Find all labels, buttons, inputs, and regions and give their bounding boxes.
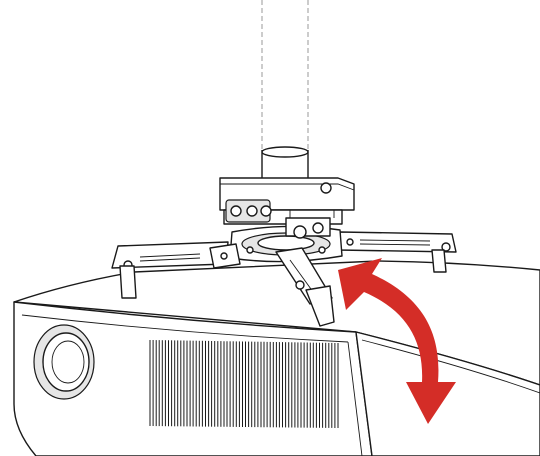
- bracket-adapter-head: [219, 177, 355, 239]
- double-headed-curved-arrow-icon: [338, 258, 456, 424]
- projector-body: [13, 260, 540, 456]
- bracket-arm-front: [275, 247, 335, 327]
- projector-vent-grille: [149, 340, 339, 428]
- bracket-arm-left: [111, 241, 229, 299]
- dashed-extension-pole-icon: [261, 0, 309, 150]
- bracket-arm-front-left: [209, 243, 241, 269]
- mount-pole: [261, 146, 309, 181]
- projector-lens: [33, 324, 95, 400]
- mount-bracket-icon: [111, 146, 457, 327]
- tilt-arrow-body: [338, 258, 456, 424]
